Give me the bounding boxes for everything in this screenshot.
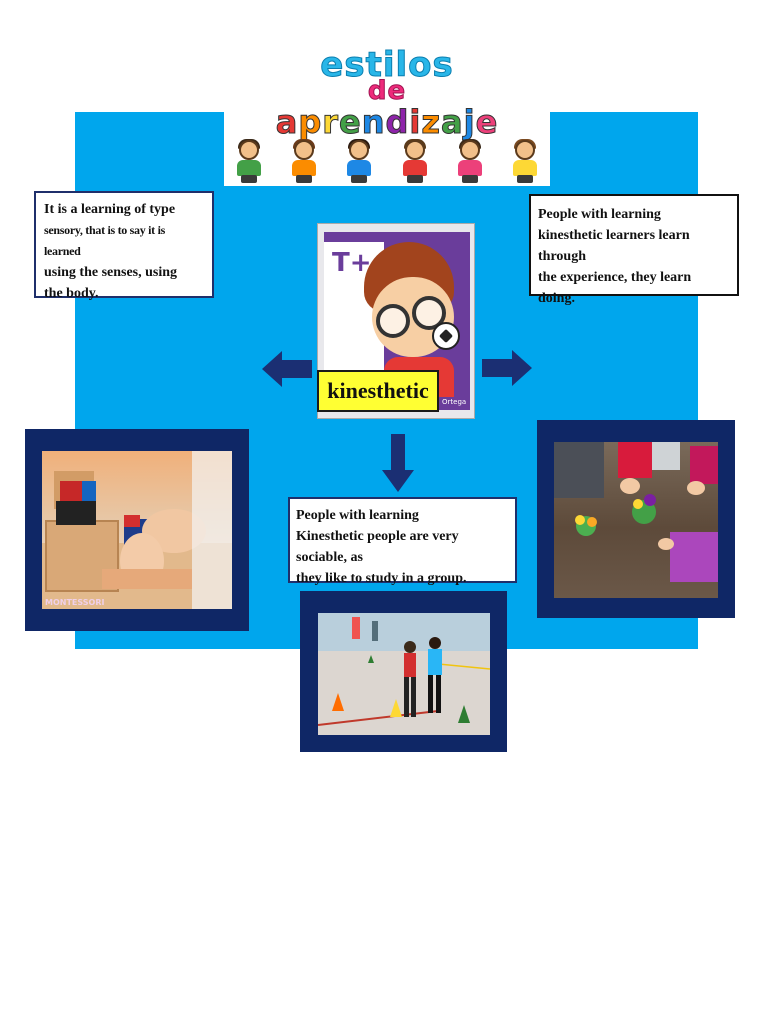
box-left-line-4: the body. [44,286,99,301]
box-bottom-line-3: they like to study in a group. [296,571,467,586]
title-letter: p [298,103,323,141]
title-letter: a [275,103,299,141]
experience-description-box: People with learning kinesthetic learner… [529,194,739,306]
children-walking-cones-photo [318,613,490,735]
title-letter: z [421,103,441,141]
card-credit: Ortega [442,398,467,406]
title-line-de: de [367,76,407,106]
kid-figure [453,139,487,184]
box-right-line-3: the experience, they learn [538,270,692,285]
children-planting-photo [554,442,718,598]
montessori-caption: MONTESSORI [45,598,105,607]
title-letter: i [409,103,422,141]
title-letter: n [361,103,386,141]
social-description-box: People with learning Kinesthetic people … [288,497,517,586]
cartoon-kids-illustration [232,139,542,184]
kid-figure [398,139,432,184]
planting-scene [554,442,718,582]
box-left-line-3: using the senses, using [44,265,178,280]
montessori-photo-frame: MONTESSORI [25,429,249,631]
title-line-estilos: estilos [320,45,454,85]
box-left-line-2: sensory, that is to say it is learned [44,223,165,258]
box-left-line-1: It is a learning of type [44,202,176,217]
arrow-right-icon [482,350,532,386]
planting-photo-frame [537,420,735,618]
sensory-description-box: It is a learning of type sensory, that i… [34,191,214,301]
kid-figure [232,139,266,184]
arrow-down-icon [382,434,414,492]
box-right-line-2: kinesthetic learners learn through [538,228,690,264]
kid-figure [342,139,376,184]
title-letter: a [441,103,464,141]
title-letter: r [322,103,340,141]
kid-figure [287,139,321,184]
blocks-scene [42,451,232,609]
title-line-aprendizaje: aprendizaje [224,103,550,141]
title-banner: estilos de aprendizaje [224,44,550,186]
arrow-left-icon [262,351,312,387]
title-letter: e [475,103,499,141]
soccer-ball-icon [432,322,460,350]
box-bottom-line-2: Kinesthetic people are very sociable, as [296,529,459,565]
gym-photo-frame [300,591,507,752]
box-right-line-1: People with learning [538,207,661,222]
glasses-lens-left [376,304,410,338]
title-letter: j [463,103,476,141]
kid-figure [508,139,542,184]
title-letter: e [339,103,362,141]
montessori-blocks-photo: MONTESSORI [42,451,232,609]
box-right-line-4: doing. [538,291,575,306]
box-bottom-line-1: People with learning [296,508,419,523]
gym-scene [318,613,490,735]
title-letter: d [385,103,410,141]
kinesthetic-label: kinesthetic [317,370,439,412]
